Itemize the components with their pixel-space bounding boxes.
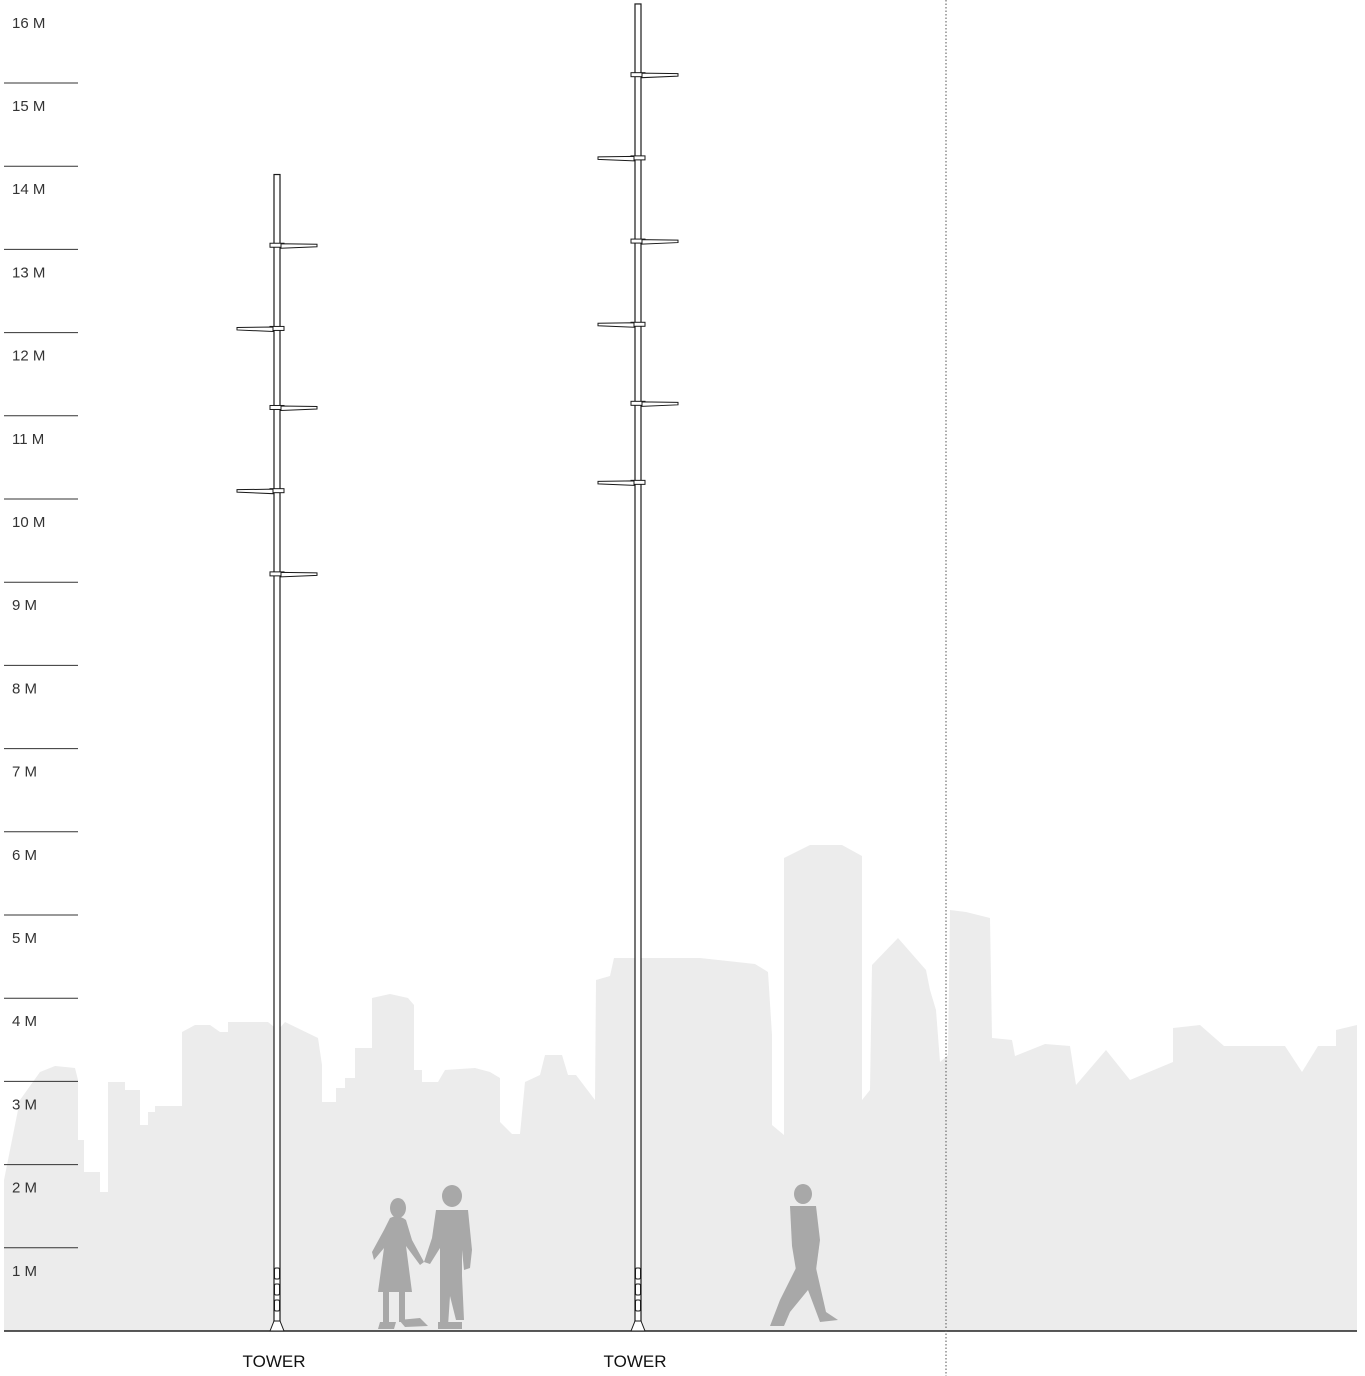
scale-label-13: 13 M [12,264,45,281]
scale-label-2: 2 M [12,1180,37,1197]
scale-label-10: 10 M [12,514,45,531]
luminaire-head [641,401,679,407]
tower-label-left: TOWER [243,1352,306,1371]
tower-base [630,1320,646,1332]
luminaire [597,479,646,486]
luminaire [269,242,318,249]
city-skyline [4,845,1357,1331]
scale-label-15: 15 M [12,98,45,115]
luminaire-head [280,243,318,249]
luminaire [630,238,679,245]
luminaire-head [597,322,635,328]
tower-pole [634,3,642,1328]
access-hatch [635,1299,641,1312]
scale-label-8: 8 M [12,680,37,697]
luminaire-head [280,405,318,412]
woman-silhouette [372,1198,428,1329]
luminaire-head [641,72,679,79]
luminaire-head [280,571,318,578]
tower-base [269,1320,285,1332]
luminaire [597,155,646,162]
luminaire [597,321,646,328]
scale-label-5: 5 M [12,930,37,947]
luminaire-head [236,326,274,332]
luminaire [236,488,285,495]
luminaire-head [236,488,274,495]
tower-1 [236,173,318,1332]
scale-label-12: 12 M [12,348,45,365]
luminaire [236,325,285,332]
scale-label-3: 3 M [12,1096,37,1113]
scale-label-9: 9 M [12,597,37,614]
luminaire [269,571,318,578]
tower-pole [273,173,281,1328]
luminaire-head [641,239,679,245]
towers [236,3,679,1332]
scale-label-7: 7 M [12,764,37,781]
tower-2 [597,3,679,1332]
luminaire [630,400,679,407]
access-hatch [274,1283,280,1296]
man-silhouette [424,1185,472,1329]
scale-label-16: 16 M [12,15,45,32]
access-hatch [274,1299,280,1312]
scale-label-11: 11 M [12,431,44,448]
scale-label-6: 6 M [12,847,37,864]
luminaire [630,72,679,79]
access-hatch [635,1283,641,1296]
height-scale: 1 M 2 M 3 M 4 M 5 M 6 M 7 M 8 M 9 M 10 M 11 M 12 M 1… [4,15,78,1280]
people-group [372,1184,838,1329]
luminaire [269,404,318,412]
scale-label-4: 4 M [12,1013,37,1030]
walking-person-silhouette [770,1184,838,1326]
scale-label-14: 14 M [12,181,45,198]
luminaire-head [597,480,635,486]
luminaire-head [597,155,635,162]
tower-label-right: TOWER [604,1352,667,1371]
scale-label-1: 1 M [12,1263,37,1280]
access-hatch [274,1267,280,1280]
access-hatch [635,1267,641,1280]
